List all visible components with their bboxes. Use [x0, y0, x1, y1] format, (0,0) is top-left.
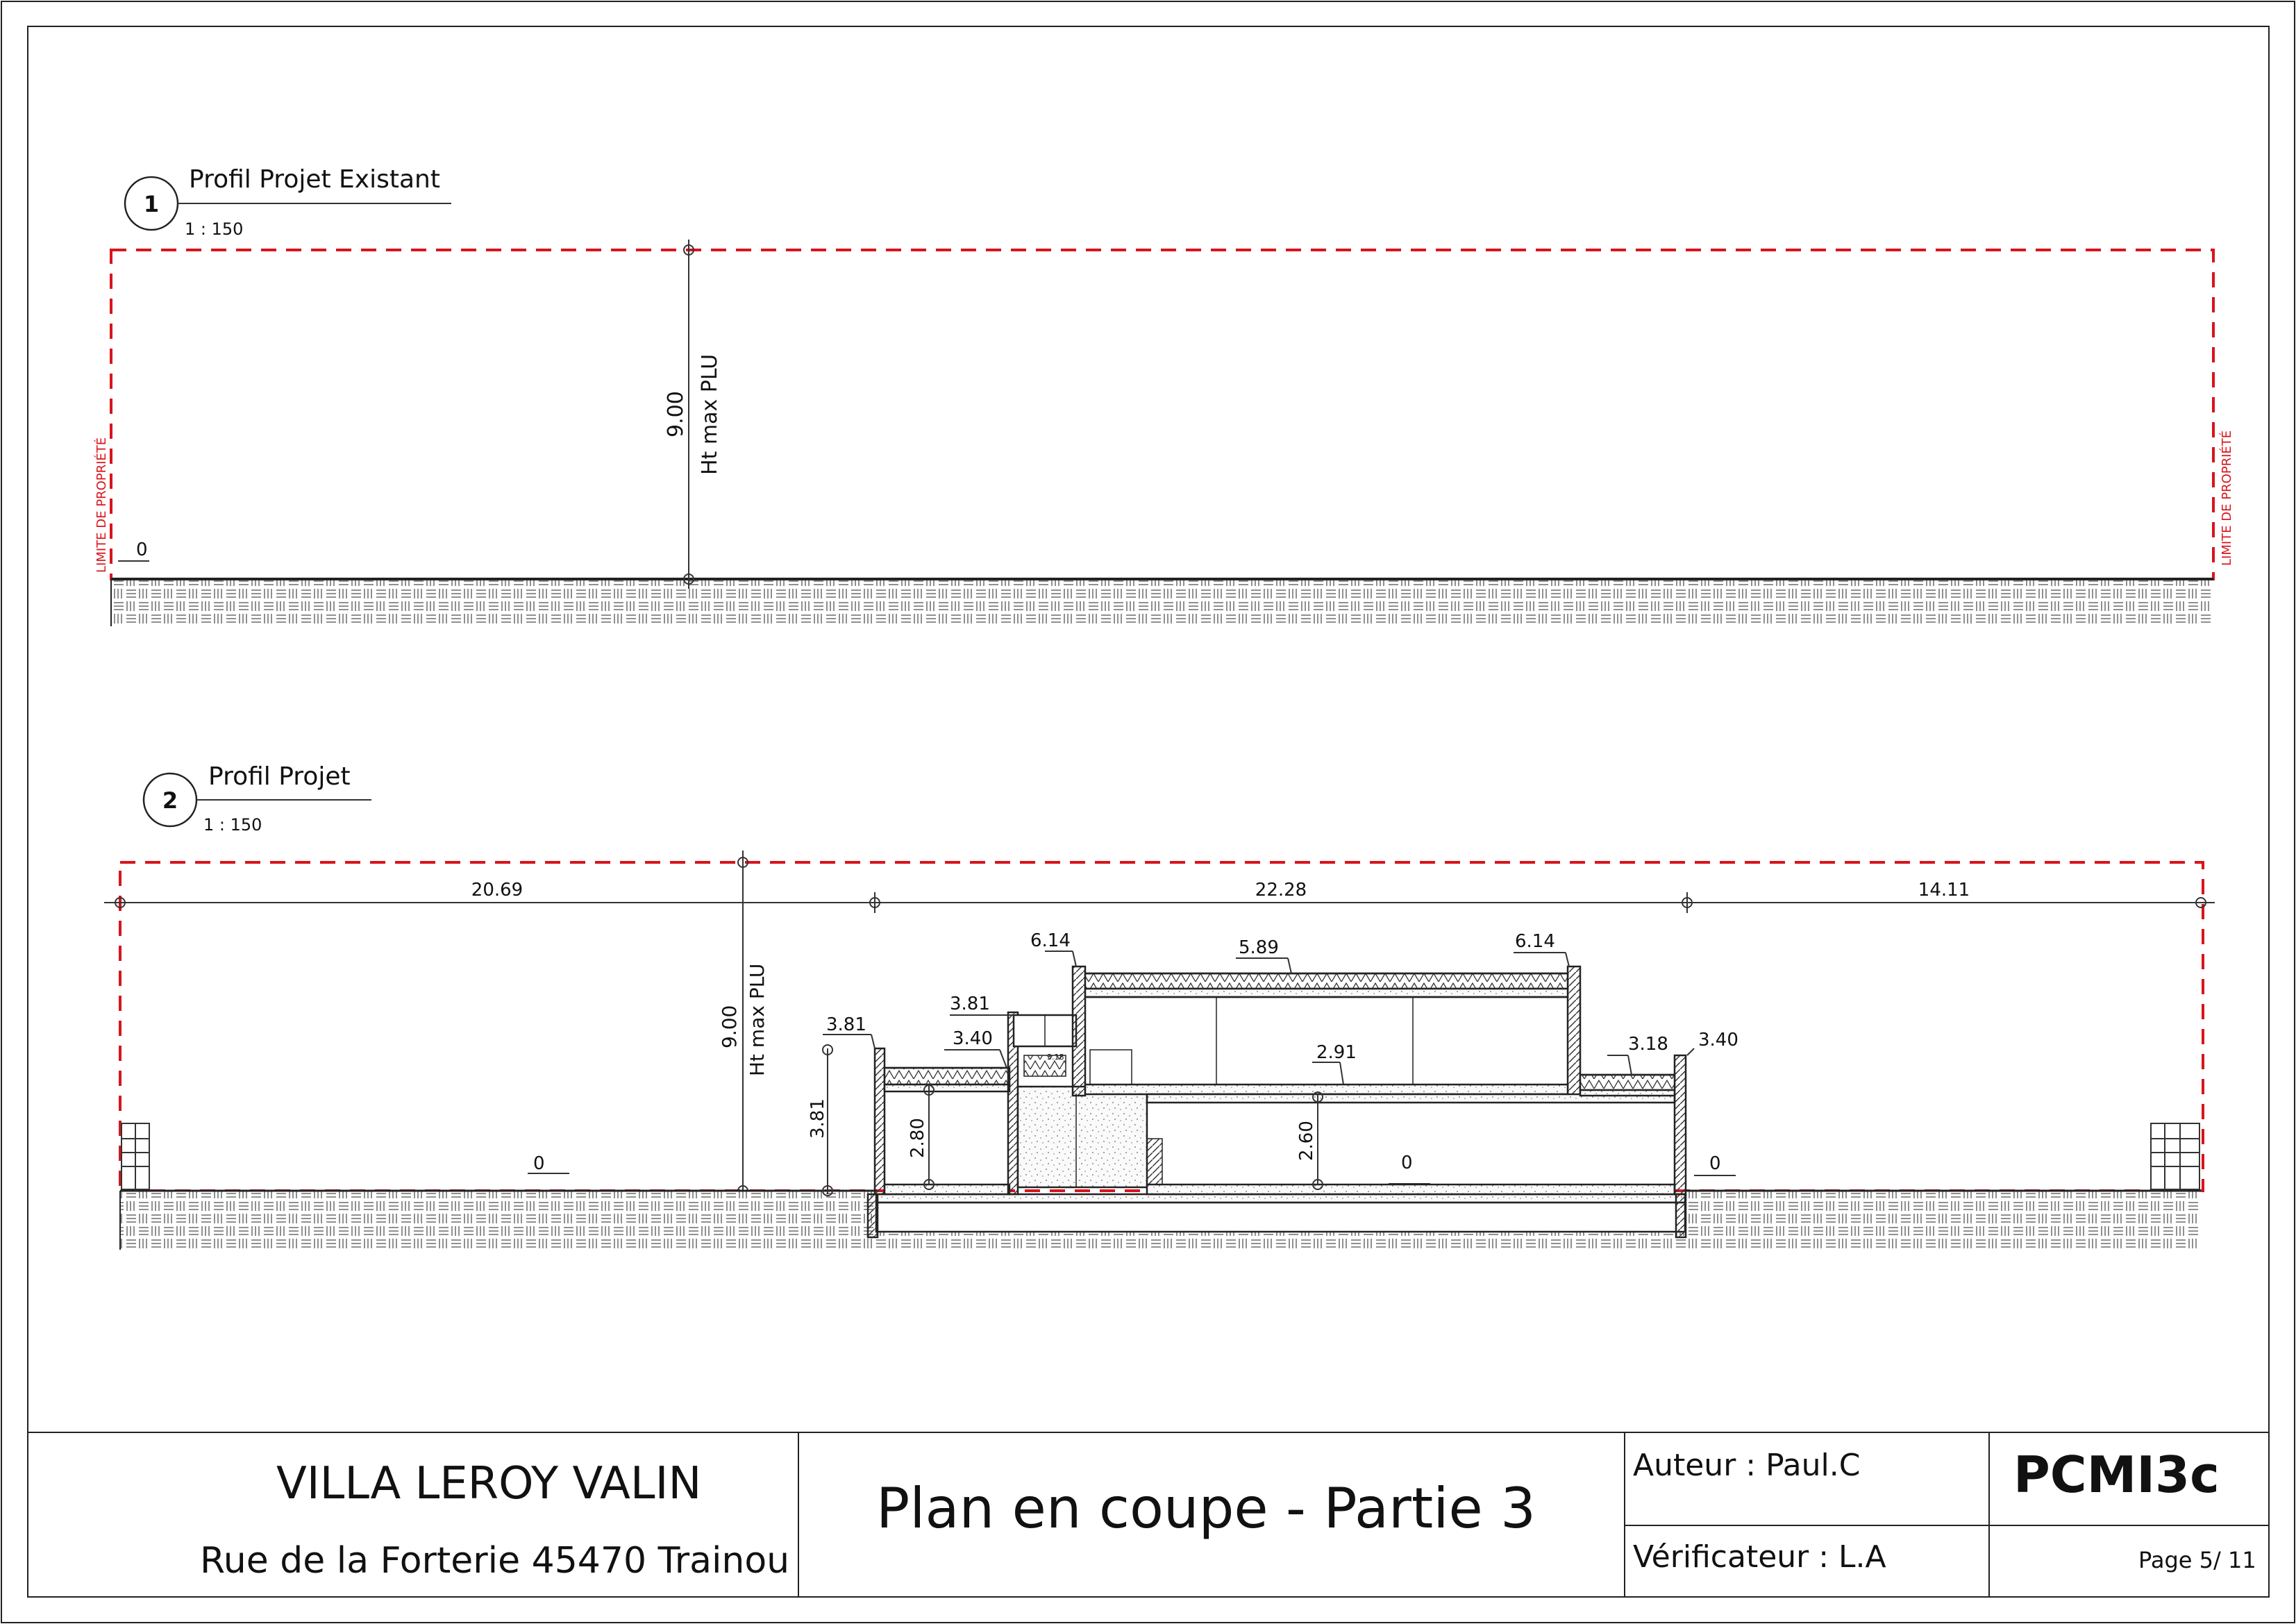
- ground-hatch-2-left: [120, 1191, 877, 1250]
- property-limit-right-label-1: LIMITE DE PROPRIÉTÉ: [2219, 430, 2234, 566]
- checker-label: Vérificateur : L.A: [1633, 1539, 1886, 1575]
- dimension-middle: 22.28: [1255, 880, 1307, 901]
- left-boundary-fence: [121, 1123, 150, 1190]
- right-boundary-fence: [2150, 1123, 2200, 1190]
- view-1-scale: 1 : 150: [185, 219, 243, 239]
- view-1-existing-profile: 1 Profil Projet Existant 1 : 150 LIMITE …: [94, 165, 2234, 626]
- max-height-label-1: Ht max PLU: [698, 354, 722, 475]
- property-limit-left-label-1: LIMITE DE PROPRIÉTÉ: [94, 437, 109, 573]
- dimension-left: 20.69: [471, 880, 523, 901]
- project-name: VILLA LEROY VALIN: [276, 1458, 702, 1509]
- dimension-right: 14.11: [1918, 880, 1970, 901]
- ground-hatch-1: [111, 580, 2213, 626]
- ground-level-right: 0: [1709, 1153, 1721, 1174]
- ground-room-height: 2.60: [1296, 1121, 1317, 1161]
- small-level-label: 3.18: [1047, 1053, 1064, 1062]
- left-room-height: 2.80: [907, 1118, 928, 1158]
- view-2-number: 2: [162, 787, 178, 814]
- view-2-project-profile: 2 Profil Projet 1 : 150 20.69 22.28 14.1…: [104, 762, 2215, 1250]
- left-roof-level: 3.40: [953, 1028, 993, 1049]
- view-2-title: Profil Projet: [208, 762, 351, 791]
- ground-level-label-1: 0: [136, 539, 148, 560]
- title-block-frame: [28, 1432, 2269, 1597]
- author-label: Auteur : Paul.C: [1633, 1448, 1861, 1483]
- ground-hatch-2-right: [1684, 1191, 2201, 1250]
- max-height-label-2: Ht max PLU: [746, 964, 769, 1076]
- building-section: [866, 965, 1687, 1239]
- max-height-value-2: 9.00: [718, 1005, 741, 1048]
- right-roof-level: 3.18: [1628, 1034, 1668, 1055]
- view-2-scale: 1 : 150: [203, 815, 262, 835]
- left-parapet-level: 3.81: [826, 1014, 866, 1035]
- property-limit-frame-1: [110, 249, 2215, 580]
- drawing-code: PCMI3c: [2013, 1446, 2220, 1504]
- upper-floor-level: 2.91: [1316, 1042, 1357, 1063]
- ground-level-left: 0: [533, 1153, 545, 1174]
- project-address: Rue de la Forterie 45470 Trainou: [200, 1540, 790, 1582]
- page-number: Page 5/ 11: [2138, 1547, 2256, 1573]
- upper-left-top-level: 6.14: [1030, 930, 1071, 951]
- view-1-number: 1: [144, 191, 159, 217]
- ground-level-center: 0: [1401, 1153, 1413, 1173]
- left-height-dimension: 3.81: [807, 1098, 828, 1139]
- view-1-title: Profil Projet Existant: [189, 165, 440, 194]
- max-height-value-1: 9.00: [664, 391, 688, 437]
- drawing-title: Plan en coupe - Partie 3: [876, 1476, 1536, 1541]
- upper-right-top-level: 6.14: [1515, 931, 1555, 952]
- upper-roof-mid-level: 5.89: [1239, 937, 1279, 958]
- right-parapet-level: 3.40: [1698, 1030, 1738, 1050]
- upper-left-step-level: 3.81: [950, 994, 990, 1014]
